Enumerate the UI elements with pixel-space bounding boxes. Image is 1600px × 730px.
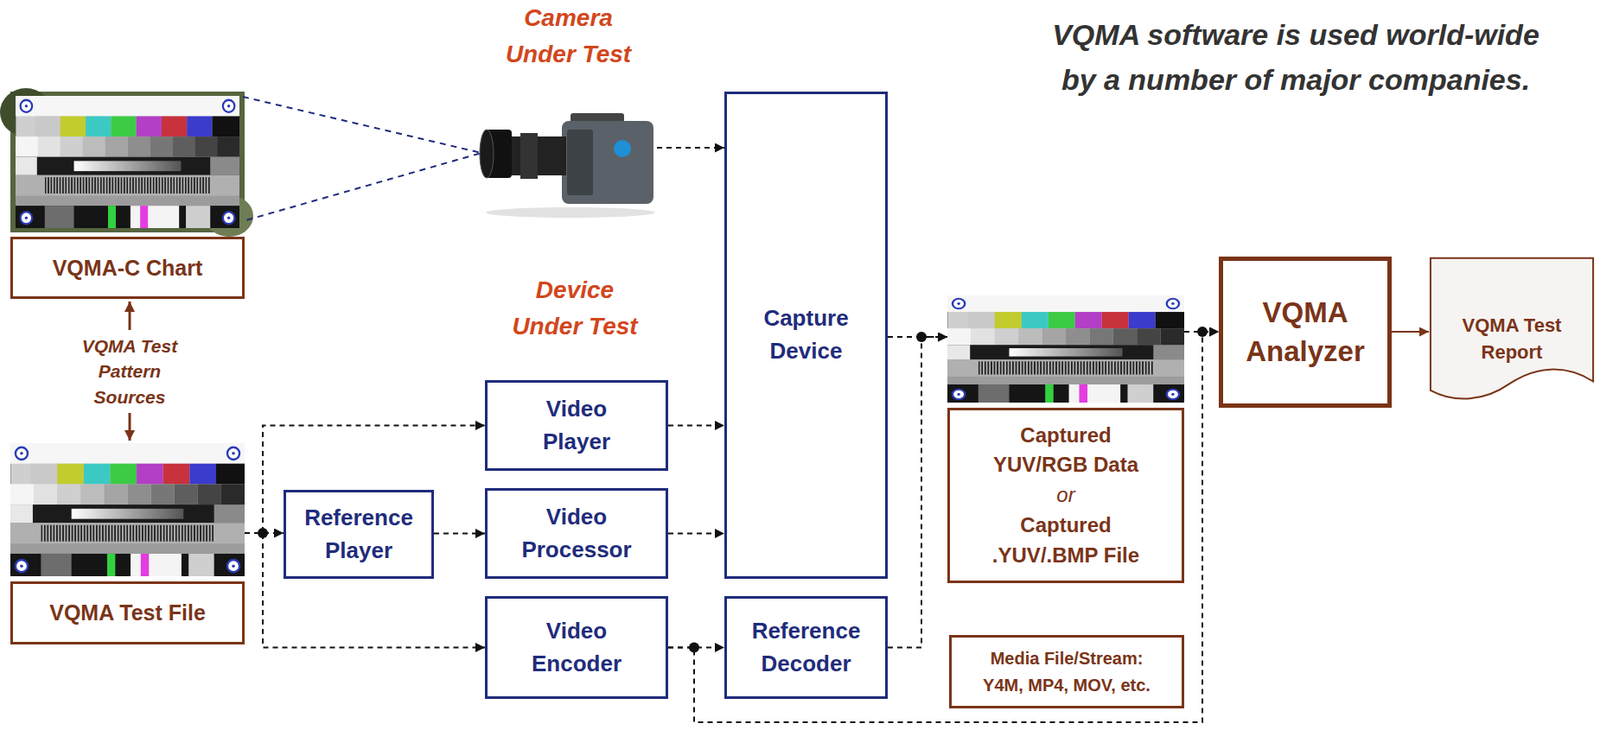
report-document: VQMA Test Report	[1428, 256, 1595, 406]
node-text: Capture Device	[745, 302, 867, 368]
connector	[1391, 331, 1429, 333]
node-text: VQMA-C Chart	[52, 254, 204, 283]
text-group: Capture Device	[745, 302, 867, 368]
test-pattern-picture	[10, 443, 245, 577]
text-group: Reference Player	[293, 502, 424, 568]
node-text: Reference Decoder	[745, 615, 867, 681]
camera-title: Camera Under Test	[494, 0, 644, 73]
node-text: VQMA Test File	[49, 599, 206, 628]
text-group: VQMA Analyzer	[1231, 293, 1379, 371]
box-frame: Reference Decoder	[724, 596, 888, 700]
node-text: Video Player	[516, 393, 638, 459]
text-group: Video Encoder	[516, 615, 638, 681]
text-group: Captured YUV/RGB DataorCaptured .YUV/.BM…	[977, 420, 1155, 572]
connector	[668, 533, 725, 536]
node-text: VQMA Test Report	[1442, 312, 1581, 367]
text-group: Reference Decoder	[745, 615, 867, 681]
process-box: Video Processor	[484, 488, 669, 580]
captured-pattern-picture	[947, 295, 1185, 403]
box-frame: Media File/Stream: Y4M, MP4, MOV, etc.	[949, 635, 1185, 709]
node-text: Video Processor	[516, 501, 638, 567]
process-box: Video Encoder	[484, 596, 669, 700]
connector	[668, 647, 725, 650]
connector	[1184, 331, 1219, 333]
connector	[668, 425, 725, 428]
chart-photo-ground	[10, 91, 245, 233]
camera-panel	[567, 129, 593, 196]
process-box: Capture Device	[724, 91, 888, 580]
camera-logo	[613, 140, 632, 158]
connector	[433, 533, 485, 536]
box-frame: VQMA Analyzer	[1218, 256, 1392, 408]
tagline: VQMA software is used world-wide by a nu…	[1040, 12, 1551, 102]
test-chart-picture	[15, 95, 240, 229]
pointer-arrow	[128, 413, 132, 441]
text-group: VQMA Test Report	[1442, 312, 1581, 367]
process-box: Reference Player	[283, 490, 434, 580]
connector	[244, 532, 284, 535]
analyzer-box: VQMA Analyzer	[1218, 256, 1392, 408]
zoom-ring	[520, 133, 538, 179]
box-frame: Captured YUV/RGB DataorCaptured .YUV/.BM…	[947, 407, 1185, 584]
node-text: Camera Under Test	[494, 0, 644, 73]
process-box: Reference Decoder	[724, 596, 888, 700]
text-group: VQMA Test File	[49, 599, 206, 628]
group-label: Device Under Test	[500, 272, 650, 345]
box-frame: VQMA Test File	[10, 581, 245, 645]
text-group: Video Processor	[516, 501, 638, 567]
node-text: Captured .YUV/.BMP File	[977, 510, 1155, 572]
chart-card: VQMA-C Chart	[10, 91, 245, 300]
process-box: Video Player	[484, 380, 669, 472]
document-shape	[1430, 258, 1594, 400]
node-text: Captured YUV/RGB Data	[977, 420, 1155, 482]
text-group: VQMA-C Chart	[52, 254, 204, 283]
connector	[656, 146, 725, 149]
box-frame: VQMA-C Chart	[10, 236, 245, 300]
box-frame: VQMA Test Report	[1428, 274, 1595, 406]
box-frame: Video Player	[484, 380, 669, 472]
node-text: or	[977, 480, 1155, 511]
node-text: Media File/Stream: Y4M, MP4, MOV, etc.	[974, 645, 1161, 700]
capture-card: Captured YUV/RGB DataorCaptured .YUV/.BM…	[947, 295, 1185, 584]
media-box: Media File/Stream: Y4M, MP4, MOV, etc.	[949, 635, 1185, 709]
pointer-arrow	[128, 301, 132, 331]
box-frame: Capture Device	[724, 91, 888, 580]
box-frame: Reference Player	[283, 490, 434, 580]
connector	[242, 96, 482, 222]
box-frame: Video Encoder	[484, 596, 669, 700]
camera-body	[561, 121, 654, 204]
lens-front	[479, 129, 494, 179]
connector	[887, 337, 948, 649]
camera-unit: Camera Under Test	[479, 103, 657, 217]
box-frame: Video Processor	[484, 488, 669, 580]
camera-shadow	[485, 207, 656, 218]
node-text: VQMA Analyzer	[1231, 293, 1379, 371]
test-file-card: VQMA Test File	[10, 443, 245, 645]
node-text: Video Encoder	[516, 615, 638, 681]
group-label: VQMA Test Pattern Sources	[64, 333, 195, 410]
node-text: Reference Player	[293, 502, 424, 568]
text-group: Video Player	[516, 393, 638, 459]
text-group: Media File/Stream: Y4M, MP4, MOV, etc.	[974, 645, 1161, 700]
text-group: Camera Under Test	[494, 0, 644, 73]
